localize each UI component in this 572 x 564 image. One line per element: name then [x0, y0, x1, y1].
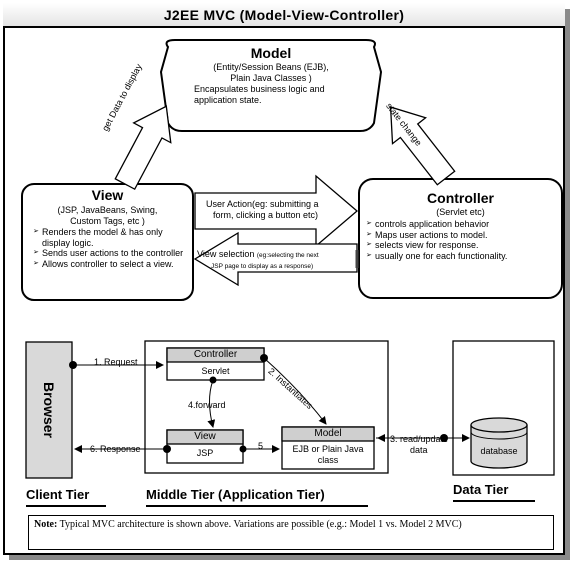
browser-box: [25, 341, 73, 479]
view-bullet: Renders the model & has only display log…: [33, 227, 188, 248]
model-class-label-2: class: [317, 455, 339, 465]
view-bullet: Sends user actions to the controller: [33, 248, 188, 259]
state-change-arrow: [389, 106, 456, 186]
user-action-label-2: form, clicking a button etc): [213, 210, 319, 220]
model-subtitle-1: (Entity/Session Beans (EJB),: [213, 62, 329, 72]
instantiates-arrow: [263, 357, 327, 425]
get-data-arrow: [114, 105, 172, 191]
view-subtitle-2: Custom Tags, etc ): [70, 216, 145, 226]
view-heading: View: [91, 187, 124, 203]
read-update-label-2: data: [410, 445, 428, 455]
frame-shadow-right: [565, 9, 570, 558]
model-box: [159, 39, 383, 132]
client-tier-underline: [26, 505, 106, 507]
view-selection-text: View selection: [197, 249, 255, 259]
database-label: database: [480, 446, 518, 456]
middle-tier-label: Middle Tier (Application Tier): [146, 487, 325, 502]
response-label: 6. Response: [90, 444, 141, 454]
servlet-label: Servlet: [201, 366, 230, 376]
view-selection-note-1: (eg:selecting the next: [256, 252, 319, 259]
data-tier-underline: [453, 500, 535, 502]
user-action-label-1: User Action(eg: submitting a: [206, 199, 319, 209]
note-text: Typical MVC architecture is shown above.…: [57, 519, 462, 530]
middle-tier-underline: [146, 505, 368, 507]
controller-bullet: Maps user actions to model.: [366, 230, 556, 241]
servlet-box-title: Controller: [193, 349, 238, 360]
view-selection-arrow: [193, 231, 358, 287]
model-box-title: Model: [314, 428, 342, 439]
title-bar: J2EE MVC (Model-View-Controller): [3, 3, 565, 28]
view-selection-label: View selection (eg:selecting the next: [197, 249, 319, 261]
controller-bullet: usually one for each functionality.: [366, 251, 556, 262]
controller-bullets: controls application behavior Maps user …: [366, 219, 556, 261]
model-desc-1: Encapsulates business logic and: [194, 84, 325, 94]
database-icon: [470, 417, 528, 469]
view-subtitle-1: (JSP, JavaBeans, Swing,: [57, 205, 158, 215]
controller-heading: Controller: [427, 190, 494, 206]
user-action-arrow: [194, 174, 359, 248]
data-tier-label: Data Tier: [453, 482, 509, 497]
step5-label: 5: [258, 441, 264, 451]
model-heading: Model: [250, 45, 292, 61]
view-bullet: Allows controller to select a view.: [33, 259, 188, 270]
request-label: 1. Request: [94, 357, 138, 367]
controller-subtitle: (Servlet etc): [436, 207, 485, 217]
read-update-label-1: 3. read/update: [390, 434, 449, 444]
model-class-label-1: EJB or Plain Java: [292, 444, 364, 454]
view-selection-note-2: JSP page to display as a response): [211, 263, 314, 270]
model-subtitle-2: Plain Java Classes ): [230, 73, 312, 83]
note-label: Note:: [34, 519, 58, 530]
frame-shadow-bottom: [9, 555, 570, 560]
forward-arrow: [207, 379, 216, 428]
diagram-title: J2EE MVC (Model-View-Controller): [163, 7, 405, 23]
client-tier-label: Client Tier: [26, 487, 90, 502]
forward-label: 4.forward: [188, 400, 226, 410]
browser-label: Browser: [41, 381, 57, 439]
note-box: Note: Typical MVC architecture is shown …: [28, 515, 554, 550]
controller-bullet: selects view for response.: [366, 240, 556, 251]
view-box-title: View: [194, 431, 216, 442]
jsp-label: JSP: [196, 448, 214, 458]
controller-bullet: controls application behavior: [366, 219, 556, 230]
model-desc-2: application state.: [194, 95, 262, 105]
view-bullets: Renders the model & has only display log…: [33, 227, 188, 269]
